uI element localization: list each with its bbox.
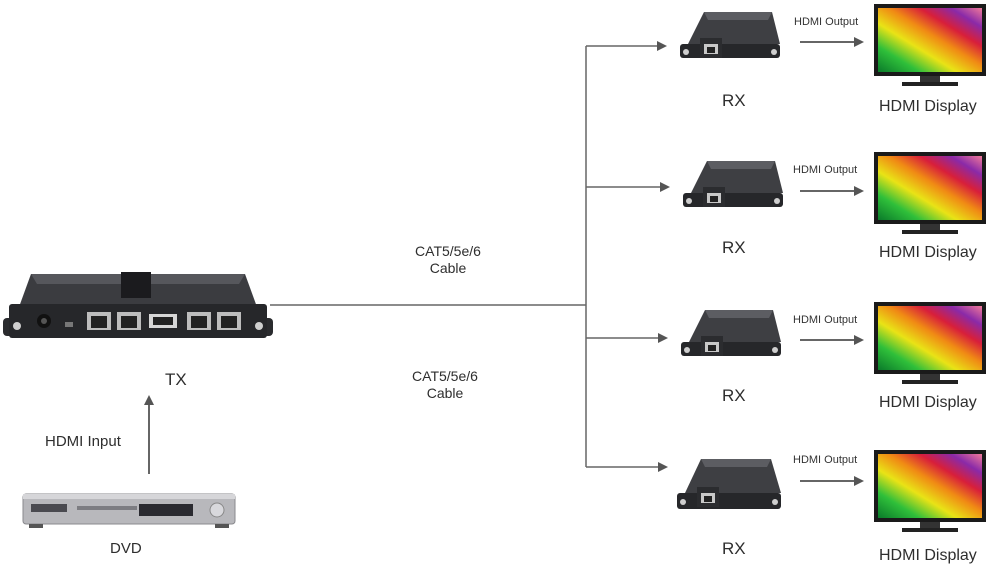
cable-label-1-line2: Cable (429, 260, 467, 276)
hdmi-output-label-3: HDMI Output (793, 314, 858, 326)
cable-label-2-line1: CAT5/5e/6 (412, 368, 478, 384)
cable-label-1-line1: CAT5/5e/6 (415, 243, 481, 259)
hdmi-display-label-2: HDMI Display (879, 244, 977, 261)
hdmi-display-label-3: HDMI Display (879, 394, 977, 411)
cable-label-2-line2: Cable (426, 385, 464, 401)
dvd-player-image (22, 493, 236, 528)
rx-label-1: RX (722, 91, 746, 110)
hdmi-output-label-4: HDMI Output (793, 454, 858, 466)
rx-label-2: RX (722, 238, 746, 257)
hdmi-output-label-1: HDMI Output (794, 16, 859, 28)
hdmi-display-image-3 (874, 302, 986, 384)
tx-device-image (3, 272, 273, 338)
hdmi-display-image-4 (874, 450, 986, 532)
cable-label-2: CAT5/5e/6 Cable (385, 368, 505, 402)
rx-device-image-2 (683, 161, 783, 207)
rx-device-image-4 (677, 459, 781, 509)
rx-device-image-1 (680, 12, 780, 58)
hdmi-display-image-2 (874, 152, 986, 234)
hdmi-display-label-1: HDMI Display (879, 98, 977, 115)
hdmi-display-label-4: HDMI Display (879, 547, 977, 564)
cable-label-1: CAT5/5e/6 Cable (388, 243, 508, 277)
hdmi-display-image-1 (874, 4, 986, 86)
dvd-label: DVD (110, 540, 142, 557)
rx-label-3: RX (722, 386, 746, 405)
rx-device-image-3 (681, 310, 781, 356)
tx-label: TX (165, 370, 187, 389)
hdmi-output-label-2: HDMI Output (793, 164, 858, 176)
rx-label-4: RX (722, 539, 746, 558)
hdmi-input-label: HDMI Input (45, 433, 121, 450)
